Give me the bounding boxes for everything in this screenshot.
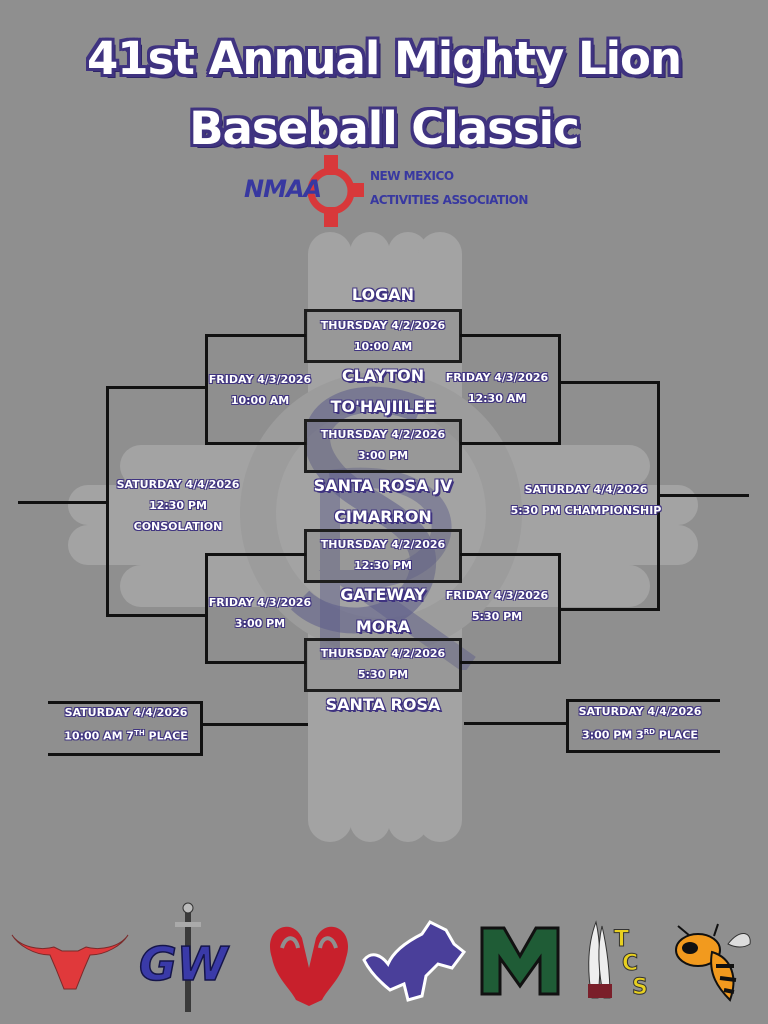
- third-place-label: SATURDAY 4/4/2026 3:00 PM 3RD PLACE: [566, 701, 714, 746]
- lion-logo-icon: [362, 920, 467, 1002]
- seventh-place-day: SATURDAY 4/4/2026: [64, 706, 188, 719]
- consolation-time: 12:30 PM CONSOLATION: [133, 499, 223, 533]
- game-box-2: [304, 419, 462, 473]
- team-clayton: CLAYTON: [341, 366, 425, 385]
- gw-sword-logo-icon: GW: [138, 902, 231, 1012]
- game-box-4: [304, 638, 462, 692]
- third-place-time: 3:00 PM 3RD PLACE: [582, 728, 698, 742]
- nmaa-name-line-2: ACTIVITIES ASSOCIATION: [370, 193, 528, 207]
- nmaa-abbr: NMAA: [244, 175, 322, 203]
- friday-left-1-label: FRIDAY 4/3/2026 10:00 AM: [200, 369, 320, 411]
- svg-text:S: S: [632, 975, 648, 1000]
- title-line-2: Baseball Classic: [189, 102, 580, 155]
- game-2-day: THURSDAY 4/2/2026: [320, 428, 446, 441]
- seventh-place-time: 10:00 AM 7TH PLACE: [64, 729, 188, 743]
- game-1-label: THURSDAY 4/2/2026 10:00 AM: [304, 315, 462, 357]
- team-mora: MORA: [355, 617, 411, 636]
- svg-text:GW: GW: [139, 937, 230, 991]
- friday-left-1-day: FRIDAY 4/3/2026: [208, 373, 312, 386]
- friday-right-1-day: FRIDAY 4/3/2026: [445, 371, 549, 384]
- third-place-day: SATURDAY 4/4/2026: [578, 705, 702, 718]
- svg-text:T: T: [614, 927, 629, 952]
- friday-left-2-day: FRIDAY 4/3/2026: [208, 596, 312, 609]
- yellowjacket-logo-icon: [675, 923, 751, 1002]
- game-3-day: THURSDAY 4/2/2026: [320, 538, 446, 551]
- team-cimarron: CIMARRON: [334, 507, 432, 526]
- friday-right-1-time: 12:30 AM: [467, 392, 527, 405]
- team-gateway: GATEWAY: [340, 585, 426, 604]
- consolation-label: SATURDAY 4/4/2026 12:30 PM CONSOLATION: [104, 474, 252, 537]
- friday-left-2-label: FRIDAY 4/3/2026 3:00 PM: [200, 592, 320, 634]
- game-3-time: 12:30 PM: [354, 559, 412, 572]
- championship-day: SATURDAY 4/4/2026: [524, 483, 648, 496]
- consolation-day: SATURDAY 4/4/2026: [116, 478, 240, 491]
- team-santa-rosa: SANTA ROSA: [325, 695, 441, 714]
- svg-text:C: C: [622, 951, 638, 976]
- title-line-1: 41st Annual Mighty Lion: [87, 32, 682, 85]
- game-1-time: 10:00 AM: [353, 340, 413, 353]
- game-4-label: THURSDAY 4/2/2026 5:30 PM: [304, 643, 462, 685]
- friday-right-2-label: FRIDAY 4/3/2026 5:30 PM: [437, 585, 557, 627]
- game-4-day: THURSDAY 4/2/2026: [320, 647, 446, 660]
- ram-logo-icon: [269, 926, 349, 1006]
- m-letter-logo-icon: [480, 926, 560, 996]
- friday-left-1-time: 10:00 AM: [230, 394, 290, 407]
- team-santa-rosa-jv: SANTA ROSA JV: [313, 476, 453, 495]
- longhorn-logo-icon: [11, 934, 129, 990]
- game-4-time: 5:30 PM: [357, 668, 409, 681]
- game-2-label: THURSDAY 4/2/2026 3:00 PM: [304, 424, 462, 466]
- friday-right-1-label: FRIDAY 4/3/2026 12:30 AM: [437, 367, 557, 409]
- team-tohajiilee: TO'HAJIILEE: [330, 397, 436, 416]
- friday-left-2-time: 3:00 PM: [234, 617, 286, 630]
- championship-time: 5:30 PM CHAMPIONSHIP: [510, 504, 662, 517]
- championship-label: SATURDAY 4/4/2026 5:30 PM CHAMPIONSHIP: [510, 479, 662, 521]
- nmaa-name-line-1: NEW MEXICO: [370, 169, 454, 183]
- game-box-3: [304, 529, 462, 583]
- game-2-time: 3:00 PM: [357, 449, 409, 462]
- nmaa-logo: NMAA NEW MEXICO ACTIVITIES ASSOCIATION: [244, 155, 534, 227]
- team-logan: LOGAN: [351, 285, 415, 304]
- game-3-label: THURSDAY 4/2/2026 12:30 PM: [304, 534, 462, 576]
- zia-sun-icon: [307, 155, 364, 227]
- seventh-place-label: SATURDAY 4/4/2026 10:00 AM 7TH PLACE: [52, 702, 200, 747]
- friday-right-2-day: FRIDAY 4/3/2026: [445, 589, 549, 602]
- game-1-day: THURSDAY 4/2/2026: [320, 319, 446, 332]
- friday-right-2-time: 5:30 PM: [471, 610, 523, 623]
- sr-monogram-watermark: [290, 386, 476, 670]
- tcs-feathers-logo-icon: T C S: [588, 920, 648, 1001]
